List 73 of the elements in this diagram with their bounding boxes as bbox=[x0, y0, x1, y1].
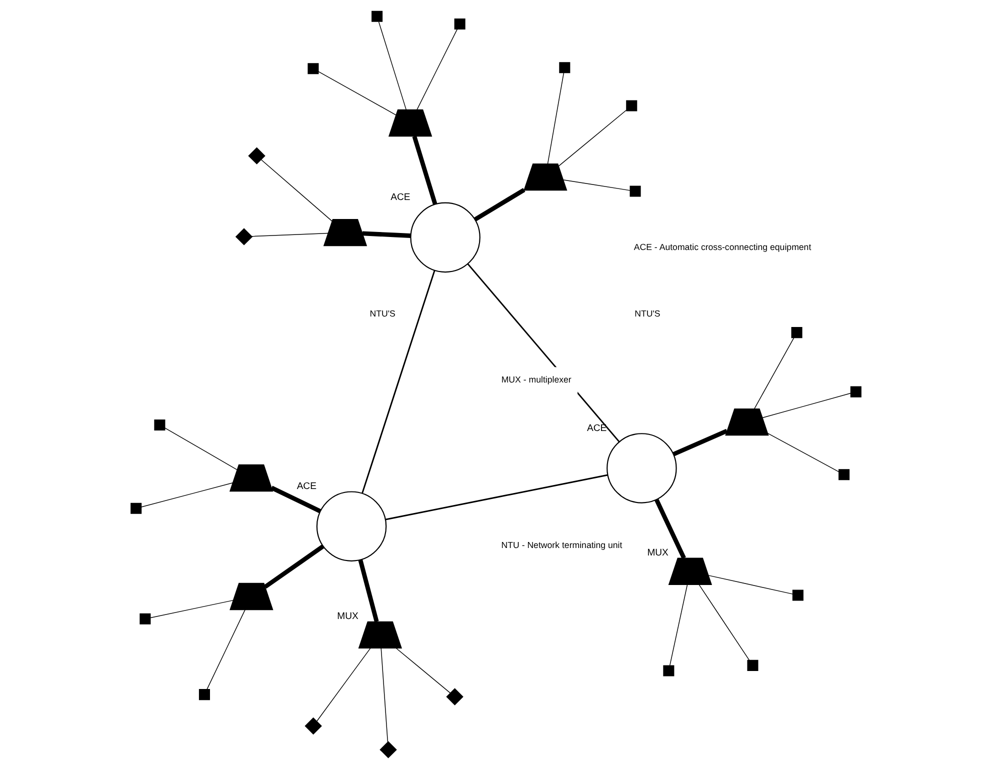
label: NTU'S bbox=[634, 308, 660, 318]
label: ACE - Automatic cross-connecting equipment bbox=[633, 242, 811, 252]
connector bbox=[150, 600, 234, 618]
node-diamond bbox=[234, 228, 252, 246]
node-label: ACE bbox=[586, 422, 606, 434]
connector bbox=[412, 136, 437, 205]
connector bbox=[668, 584, 688, 666]
node-box bbox=[558, 62, 570, 74]
node-circle bbox=[410, 202, 480, 273]
node-box bbox=[746, 660, 758, 671]
node-diamond bbox=[248, 147, 265, 164]
connector bbox=[270, 486, 321, 514]
connector bbox=[164, 428, 237, 470]
label: MUX - multiplexer bbox=[500, 374, 571, 385]
node-box bbox=[307, 63, 318, 74]
connector bbox=[385, 474, 608, 520]
node-trapezoid bbox=[358, 621, 402, 649]
connector bbox=[378, 21, 406, 110]
node-box bbox=[626, 100, 637, 112]
node-trapezoid bbox=[229, 582, 273, 610]
connector bbox=[318, 71, 396, 116]
connector bbox=[140, 482, 232, 508]
connector bbox=[546, 72, 564, 164]
node-trapezoid bbox=[228, 464, 273, 492]
node-box bbox=[662, 665, 674, 676]
connector bbox=[762, 392, 851, 418]
node-trapezoid bbox=[388, 109, 432, 137]
connector bbox=[316, 648, 370, 722]
connector bbox=[672, 428, 728, 456]
connector bbox=[361, 270, 435, 494]
node-box bbox=[154, 419, 165, 430]
node-box bbox=[838, 469, 850, 480]
node-box bbox=[792, 590, 803, 601]
connector bbox=[766, 432, 839, 472]
node-label: ACE bbox=[296, 481, 316, 492]
node-circle bbox=[316, 491, 386, 562]
node-label: MUX bbox=[336, 611, 358, 622]
node-box bbox=[198, 689, 210, 700]
connector bbox=[251, 232, 328, 237]
connector bbox=[362, 231, 410, 238]
node-box bbox=[371, 10, 382, 22]
connector bbox=[654, 498, 686, 560]
node-box bbox=[850, 386, 861, 398]
node-label: ACE bbox=[390, 192, 410, 204]
connector bbox=[263, 544, 324, 589]
connector bbox=[260, 159, 332, 222]
node-box bbox=[454, 18, 465, 30]
label: NTU - Network terminating unit bbox=[500, 540, 622, 550]
node-circle bbox=[606, 433, 676, 504]
connector bbox=[558, 110, 626, 166]
node-diamond bbox=[379, 741, 396, 758]
node-box bbox=[790, 327, 802, 338]
connector bbox=[754, 338, 794, 410]
node-trapezoid bbox=[668, 558, 712, 585]
node-label: MUX bbox=[646, 547, 668, 558]
connector bbox=[358, 559, 378, 622]
node-diamond bbox=[304, 717, 322, 735]
node-trapezoid bbox=[322, 218, 367, 246]
connector bbox=[395, 648, 450, 694]
node-trapezoid bbox=[523, 163, 567, 191]
node-box bbox=[139, 613, 150, 624]
connector bbox=[473, 188, 525, 222]
node-trapezoid bbox=[724, 408, 768, 436]
node-diamond bbox=[446, 688, 463, 706]
label: NTU'S bbox=[369, 308, 395, 318]
connector bbox=[380, 648, 388, 742]
connector bbox=[562, 180, 630, 191]
connector bbox=[206, 609, 245, 690]
connector bbox=[698, 584, 750, 660]
node-box bbox=[130, 502, 142, 514]
connector bbox=[708, 575, 793, 594]
node-box bbox=[629, 186, 640, 197]
connector bbox=[416, 28, 458, 110]
